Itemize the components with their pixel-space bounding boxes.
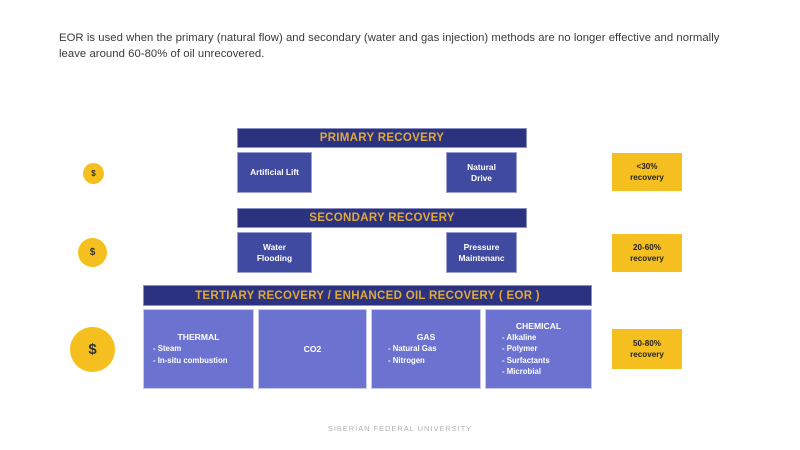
cost-indicator-secondary: $	[78, 238, 107, 267]
recovery-chip-secondary: 20-60% recovery	[612, 234, 682, 272]
tertiary-recovery-header: TERTIARY RECOVERY / ENHANCED OIL RECOVER…	[143, 285, 592, 306]
tertiary-thermal-items: - Steam - In-situ combustion	[153, 344, 228, 365]
method-box-water-flooding[interactable]: Water Flooding	[237, 232, 312, 273]
tertiary-thermal-title: THERMAL	[177, 332, 220, 342]
tertiary-co2-title: CO2	[303, 344, 322, 354]
slide-footer: SIBERIAN FEDERAL UNIVERSITY	[327, 424, 473, 433]
secondary-recovery-header: SECONDARY RECOVERY	[237, 208, 527, 228]
tertiary-box-gas[interactable]: GAS - Natural Gas - Nitrogen	[371, 309, 481, 389]
tertiary-gas-title: GAS	[416, 332, 436, 342]
tertiary-box-chemical[interactable]: CHEMICAL - Alkaline - Polymer - Surfacta…	[485, 309, 592, 389]
recovery-chip-tertiary: 50-80% recovery	[612, 329, 682, 369]
tertiary-chemical-items: - Alkaline - Polymer - Surfactants - Mic…	[502, 332, 550, 377]
recovery-chip-primary: <30% recovery	[612, 153, 682, 191]
method-box-pressure-maintenance[interactable]: Pressure Maintenanc	[446, 232, 517, 273]
intro-paragraph: EOR is used when the primary (natural fl…	[59, 32, 720, 60]
method-box-artificial-lift[interactable]: Artificial Lift	[237, 152, 312, 193]
tertiary-box-co2[interactable]: CO2	[258, 309, 367, 389]
tertiary-box-thermal[interactable]: THERMAL - Steam - In-situ combustion	[143, 309, 254, 389]
cost-indicator-tertiary: $	[70, 327, 115, 372]
tertiary-gas-items: - Natural Gas - Nitrogen	[388, 344, 437, 365]
cost-indicator-primary: $	[83, 163, 104, 184]
method-box-natural-drive[interactable]: Natural Drive	[446, 152, 517, 193]
primary-recovery-header: PRIMARY RECOVERY	[237, 128, 527, 148]
tertiary-chemical-title: CHEMICAL	[515, 320, 562, 331]
